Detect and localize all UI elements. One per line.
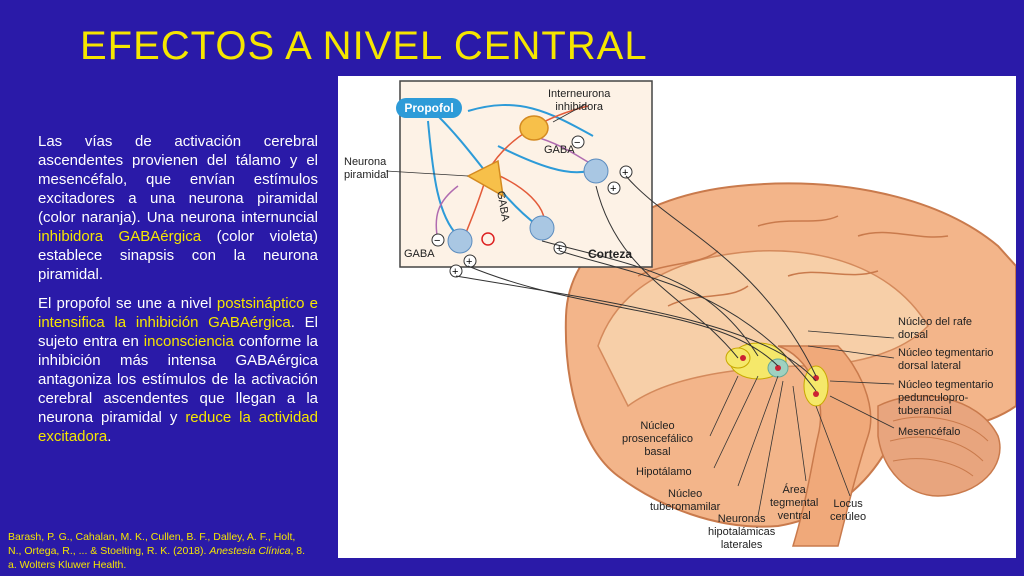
citation: Barash, P. G., Cahalan, M. K., Cullen, B… <box>8 530 308 572</box>
pedunculopontine-tegmental-label: Núcleo tegmentario pedunculopro- tuberan… <box>898 379 994 417</box>
p2-highlight-2: inconsciencia <box>143 333 234 350</box>
paragraph-1: Las vías de activación cerebral ascenden… <box>38 132 318 284</box>
svg-text:+: + <box>622 167 628 179</box>
p2-text-3: conforme la inhibición más intensa GABAé… <box>38 333 318 426</box>
p2-highlight-3: reduce la actividad excitadora <box>38 409 318 445</box>
p2-highlight-1: postsináptico e intensifica la inhibició… <box>38 295 318 331</box>
citation-authors: Barash, P. G., Cahalan, M. K., Cullen, B… <box>8 531 296 557</box>
dorsal-raphe-label: Núcleo del rafe dorsal <box>898 316 972 341</box>
interneuron-label: Interneurona inhibidora <box>548 88 611 113</box>
brain-inner <box>597 250 929 408</box>
slide-title: EFECTOS A NIVEL CENTRAL <box>80 24 648 68</box>
body-text: Las vías de activación cerebral ascenden… <box>38 132 318 456</box>
p1-text-2: (color violeta) establece sinapsis con l… <box>38 228 318 283</box>
p2-text-4: . <box>107 428 112 445</box>
basal-forebrain-label: Núcleo prosencefálico basal <box>622 420 693 458</box>
paragraph-2: El propofol se une a nivel postsináptico… <box>38 294 318 446</box>
citation-rest: , 8. a. Wolters Kluwer Health. <box>8 545 306 571</box>
receptor-3 <box>447 228 473 254</box>
p1-highlight: inhibidora GABAérgica <box>38 228 202 245</box>
cortex-label: Corteza <box>588 247 633 261</box>
svg-text:+: + <box>610 183 616 195</box>
gaba-label-3: GABA <box>404 248 435 260</box>
tuberomamillary-label: Núcleo tuberomamilar <box>650 488 721 513</box>
hypothalamus-label: Hipotálamo <box>636 466 692 478</box>
svg-text:−: − <box>434 235 440 247</box>
interneuron <box>519 115 549 141</box>
midbrain-label: Mesencéfalo <box>898 426 961 438</box>
svg-text:+: + <box>452 266 458 278</box>
p2-text-1: El propofol se une a nivel <box>38 295 217 312</box>
pyramidal-neuron <box>466 159 504 198</box>
gaba-label-1: GABA <box>544 144 575 156</box>
propofol-label: Propofol <box>396 98 462 118</box>
brain-figure: − + + + − + + Propofol Interneurona inhi… <box>338 76 1016 558</box>
svg-text:+: + <box>466 256 472 268</box>
p1-text-1: Las vías de activación cerebral ascenden… <box>38 133 318 226</box>
cerebellum <box>877 395 1001 497</box>
locus-coeruleus-label: Locus cerúleo <box>830 498 867 523</box>
receptor-1 <box>583 158 609 184</box>
pyramidal-neuron-label: Neurona piramidal <box>344 156 389 181</box>
ventral-tegmental-label: Área tegmental ventral <box>770 484 819 522</box>
citation-book: Anestesia Clínica <box>209 545 291 557</box>
p2-text-2: . El sujeto entra en <box>38 314 318 350</box>
laterodorsal-tegmental-label: Núcleo tegmentario dorsal lateral <box>898 347 994 372</box>
brain-diagram: − + + + − + + <box>385 80 1016 547</box>
lateral-hypothalamic-label: Neuronas hipotalámicas laterales <box>708 513 776 551</box>
svg-text:−: − <box>574 137 580 149</box>
receptor-2 <box>529 215 555 241</box>
svg-text:+: + <box>556 243 562 255</box>
